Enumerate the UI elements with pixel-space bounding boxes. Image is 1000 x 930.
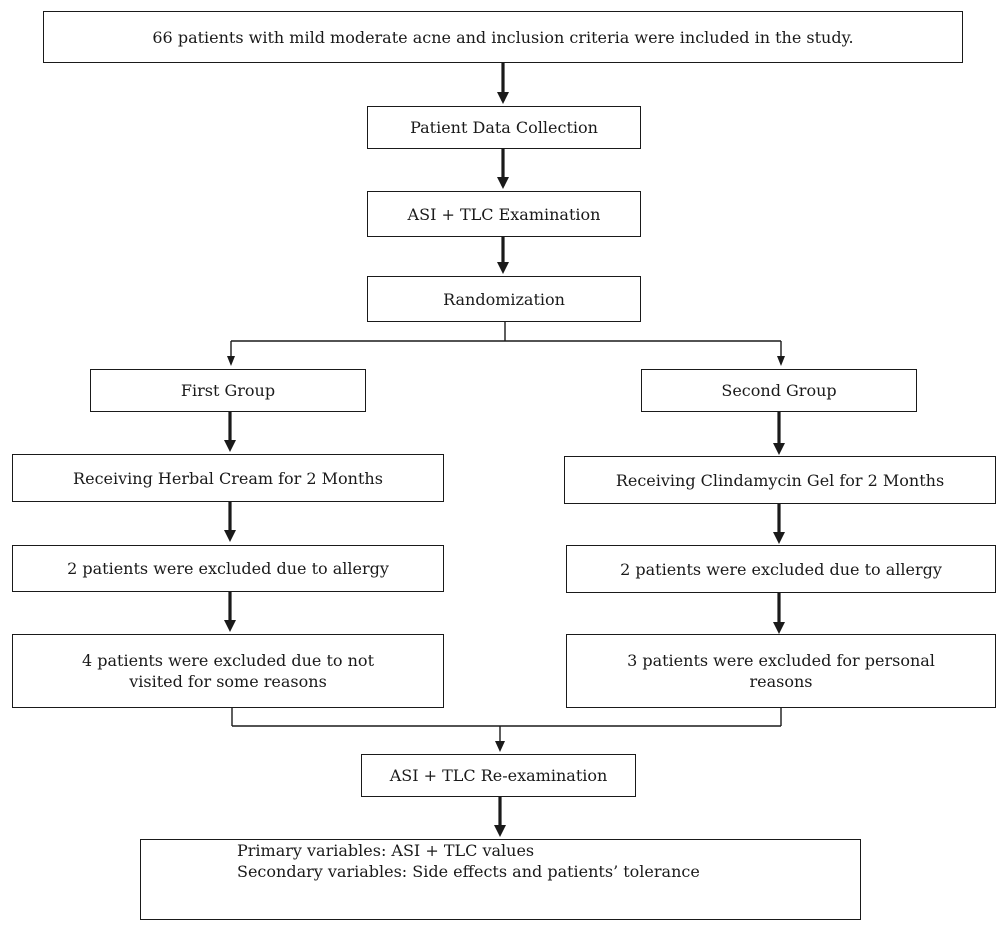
randomization-text: Randomization xyxy=(443,289,565,309)
first-group-title: First Group xyxy=(180,381,276,400)
second-group-other-line2: reasons xyxy=(749,672,813,691)
data-collection-box: Patient Data Collection xyxy=(367,106,641,149)
inclusion-box: 66 patients with mild moderate acne and … xyxy=(43,11,963,63)
examination-box: ASI + TLC Examination xyxy=(367,191,641,237)
outcomes-box: Primary variables: ASI + TLC values Seco… xyxy=(140,839,861,920)
second-group-box: Second Group xyxy=(641,369,917,412)
reexamination-box: ASI + TLC Re-examination xyxy=(361,754,636,797)
first-group-other-exclusion-box: 4 patients were excluded due to not visi… xyxy=(12,634,444,708)
first-group-allergy-box: 2 patients were excluded due to allergy xyxy=(12,545,444,592)
primary-variables-text: Primary variables: ASI + TLC values xyxy=(237,841,535,860)
second-group-allergy-text: 2 patients were excluded due to allergy xyxy=(620,559,942,579)
inclusion-text: 66 patients with mild moderate acne and … xyxy=(152,27,854,47)
second-group-treatment-text: Receiving Clindamycin Gel for 2 Months xyxy=(615,470,945,490)
reexamination-text: ASI + TLC Re-examination xyxy=(389,766,608,785)
second-group-treatment-box: Receiving Clindamycin Gel for 2 Months xyxy=(564,456,996,504)
secondary-variables-text: Secondary variables: Side effects and pa… xyxy=(237,862,700,881)
second-group-other-exclusion-box: 3 patients were excluded for personal re… xyxy=(566,634,996,708)
second-group-other-line1: 3 patients were excluded for personal xyxy=(627,651,935,670)
data-collection-text: Patient Data Collection xyxy=(410,118,598,137)
first-group-other-line2: visited for some reasons xyxy=(129,672,327,691)
examination-text: ASI + TLC Examination xyxy=(407,204,601,224)
second-group-allergy-box: 2 patients were excluded due to allergy xyxy=(566,545,996,593)
second-group-title: Second Group xyxy=(721,381,837,400)
randomization-box: Randomization xyxy=(367,276,641,322)
first-group-treatment-text: Receiving Herbal Cream for 2 Months xyxy=(73,468,383,488)
first-group-allergy-text: 2 patients were excluded due to allergy xyxy=(67,559,389,578)
first-group-box: First Group xyxy=(90,369,366,412)
first-group-treatment-box: Receiving Herbal Cream for 2 Months xyxy=(12,454,444,502)
first-group-other-line1: 4 patients were excluded due to not xyxy=(82,651,374,670)
